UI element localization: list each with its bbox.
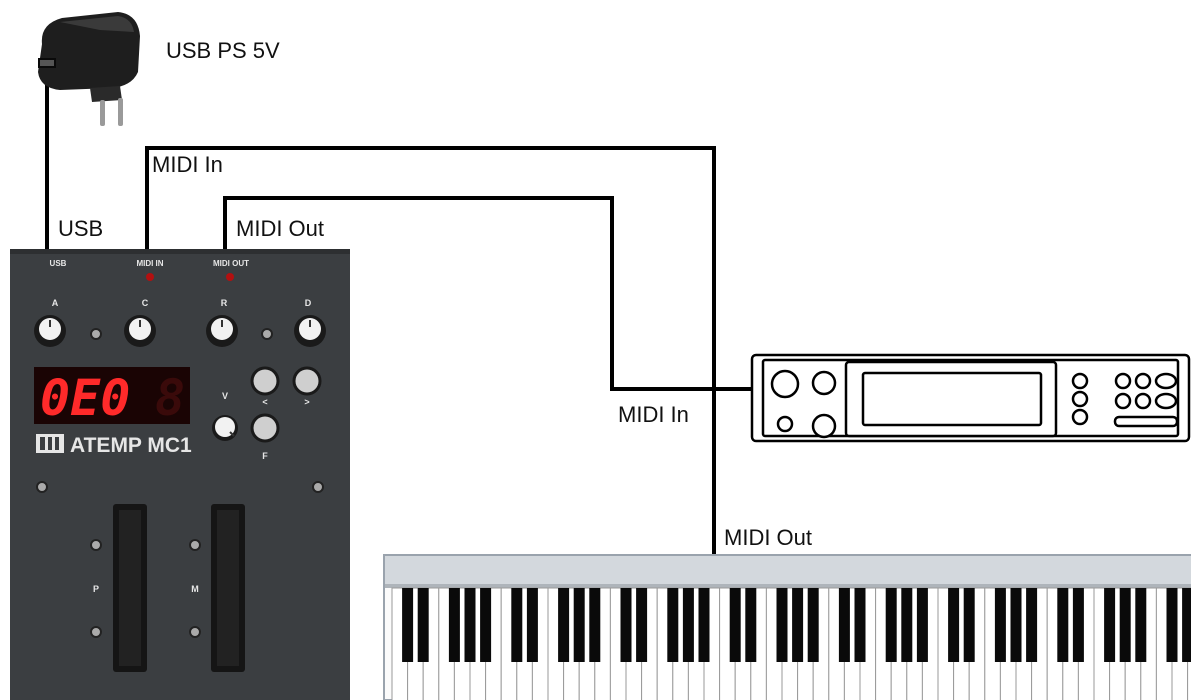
knob-label-c: C	[142, 298, 149, 308]
port-label-midi-out: MIDI OUT	[213, 259, 249, 268]
midi-in-led-icon	[146, 273, 154, 281]
black-key	[636, 588, 647, 662]
usb-power-supply-icon	[38, 12, 140, 126]
screw-icon	[190, 627, 200, 637]
black-key	[917, 588, 928, 662]
black-key	[1120, 588, 1131, 662]
black-key	[558, 588, 569, 662]
button-label-next: >	[304, 397, 309, 407]
svg-text:8: 8	[155, 369, 185, 427]
black-key	[1057, 588, 1068, 662]
usb-label: USB	[58, 218, 103, 240]
brand-name: ATEMP MC1	[70, 434, 192, 457]
black-key	[1182, 588, 1191, 662]
screw-icon	[313, 482, 323, 492]
screw-icon	[91, 627, 101, 637]
midi-keyboard-icon	[384, 555, 1191, 700]
knob-d-icon	[294, 315, 326, 347]
black-key	[621, 588, 632, 662]
button-label-f: F	[262, 451, 268, 461]
port-label-usb: USB	[50, 259, 67, 268]
next-button-icon	[294, 368, 320, 394]
knob-label-a: A	[52, 298, 59, 308]
screw-icon	[190, 540, 200, 550]
black-key	[1104, 588, 1115, 662]
synth-module-icon	[752, 355, 1189, 441]
black-key	[574, 588, 585, 662]
button-label-prev: <	[262, 397, 267, 407]
seven-segment-display: 0E0 8	[34, 367, 190, 427]
black-key	[855, 588, 866, 662]
atemp-mc1-device: USB MIDI IN MIDI OUT A C R D	[10, 249, 350, 700]
black-key	[839, 588, 850, 662]
power-supply-label: USB PS 5V	[166, 40, 280, 62]
black-key	[901, 588, 912, 662]
screw-icon	[37, 482, 47, 492]
port-label-midi-in: MIDI IN	[136, 259, 163, 268]
synth-midi-in-label: MIDI In	[618, 404, 689, 426]
black-key	[1167, 588, 1178, 662]
black-key	[465, 588, 476, 662]
black-key	[589, 588, 600, 662]
midi-out-led-icon	[226, 273, 234, 281]
prev-button-icon	[252, 368, 278, 394]
black-key	[808, 588, 819, 662]
knob-label-v: V	[222, 391, 228, 401]
black-key	[777, 588, 788, 662]
screw-icon	[91, 329, 101, 339]
screw-icon	[262, 329, 272, 339]
fader-label-m: M	[191, 584, 199, 594]
black-key	[511, 588, 522, 662]
black-key	[964, 588, 975, 662]
black-key	[745, 588, 756, 662]
brand-logo-icon	[36, 434, 64, 453]
black-key	[699, 588, 710, 662]
black-key	[948, 588, 959, 662]
knob-c-icon	[124, 315, 156, 347]
knob-r-icon	[206, 315, 238, 347]
f-button-icon	[252, 415, 278, 441]
black-key	[402, 588, 413, 662]
black-key	[449, 588, 460, 662]
knob-v-icon	[212, 415, 238, 441]
black-key	[886, 588, 897, 662]
black-key	[480, 588, 491, 662]
keyboard-midi-out-label: MIDI Out	[724, 527, 812, 549]
fader-p-icon	[113, 504, 147, 672]
black-key	[1073, 588, 1084, 662]
black-key	[527, 588, 538, 662]
midi-out-label: MIDI Out	[236, 218, 324, 240]
black-key	[1011, 588, 1022, 662]
knob-label-d: D	[305, 298, 312, 308]
black-key	[667, 588, 678, 662]
black-key	[1135, 588, 1146, 662]
fader-m-icon	[211, 504, 245, 672]
black-key	[792, 588, 803, 662]
knob-label-r: R	[221, 298, 228, 308]
fader-label-p: P	[93, 584, 99, 594]
black-key	[683, 588, 694, 662]
black-key	[418, 588, 429, 662]
midi-in-label: MIDI In	[152, 154, 223, 176]
black-key	[730, 588, 741, 662]
display-value: 0E0	[40, 369, 130, 427]
screw-icon	[91, 540, 101, 550]
knob-a-icon	[34, 315, 66, 347]
black-key	[995, 588, 1006, 662]
black-key	[1026, 588, 1037, 662]
